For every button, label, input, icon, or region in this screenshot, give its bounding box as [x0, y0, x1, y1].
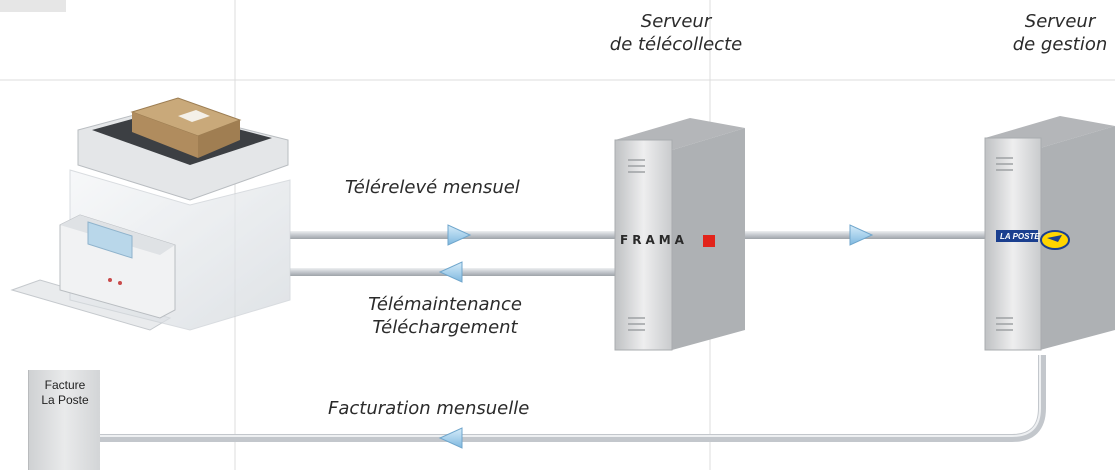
- invoice-document: Facture La Poste: [28, 370, 100, 470]
- arrows: [438, 224, 874, 449]
- corner-tab: [0, 0, 66, 12]
- arrow-left-facturation: [438, 427, 463, 449]
- arrow-right-server-link: [849, 224, 874, 246]
- server-telecollecte-title: Serveur de télécollecte: [586, 10, 766, 56]
- server-telecollecte-image: [614, 118, 745, 351]
- server-gestion-title-line1: Serveur: [1024, 11, 1096, 32]
- server-telecollecte-title-line2: de télécollecte: [609, 34, 743, 55]
- label-telemaintenance-line1: Télémaintenance: [368, 294, 522, 315]
- pipe-facturation-highlight: [100, 355, 1041, 437]
- arrow-left-telemaintenance: [438, 261, 463, 283]
- invoice-document-line1: Facture: [44, 378, 86, 392]
- server-telecollecte-title-line1: Serveur: [640, 11, 712, 32]
- label-telemaintenance: Télémaintenance Téléchargement: [340, 293, 550, 339]
- pipe-facturation: [100, 355, 1046, 442]
- server-gestion-title-line2: de gestion: [1012, 34, 1108, 55]
- server-gestion-image: [984, 116, 1115, 351]
- frama-logo-text: FRAMA: [620, 233, 688, 247]
- arrow-right-telereleve: [447, 224, 472, 246]
- label-telemaintenance-line2: Téléchargement: [372, 317, 518, 338]
- laposte-logo-text: LA POSTE: [1000, 232, 1040, 241]
- laposte-logo-band: [996, 230, 1038, 242]
- label-telereleve: Télérelevé mensuel: [345, 177, 520, 198]
- label-facturation: Facturation mensuelle: [328, 398, 530, 419]
- server-gestion-title: Serveur de gestion: [990, 10, 1115, 56]
- frama-logo-square: [703, 235, 715, 247]
- franking-machine-image: [10, 97, 291, 331]
- invoice-document-line2: La Poste: [41, 393, 89, 407]
